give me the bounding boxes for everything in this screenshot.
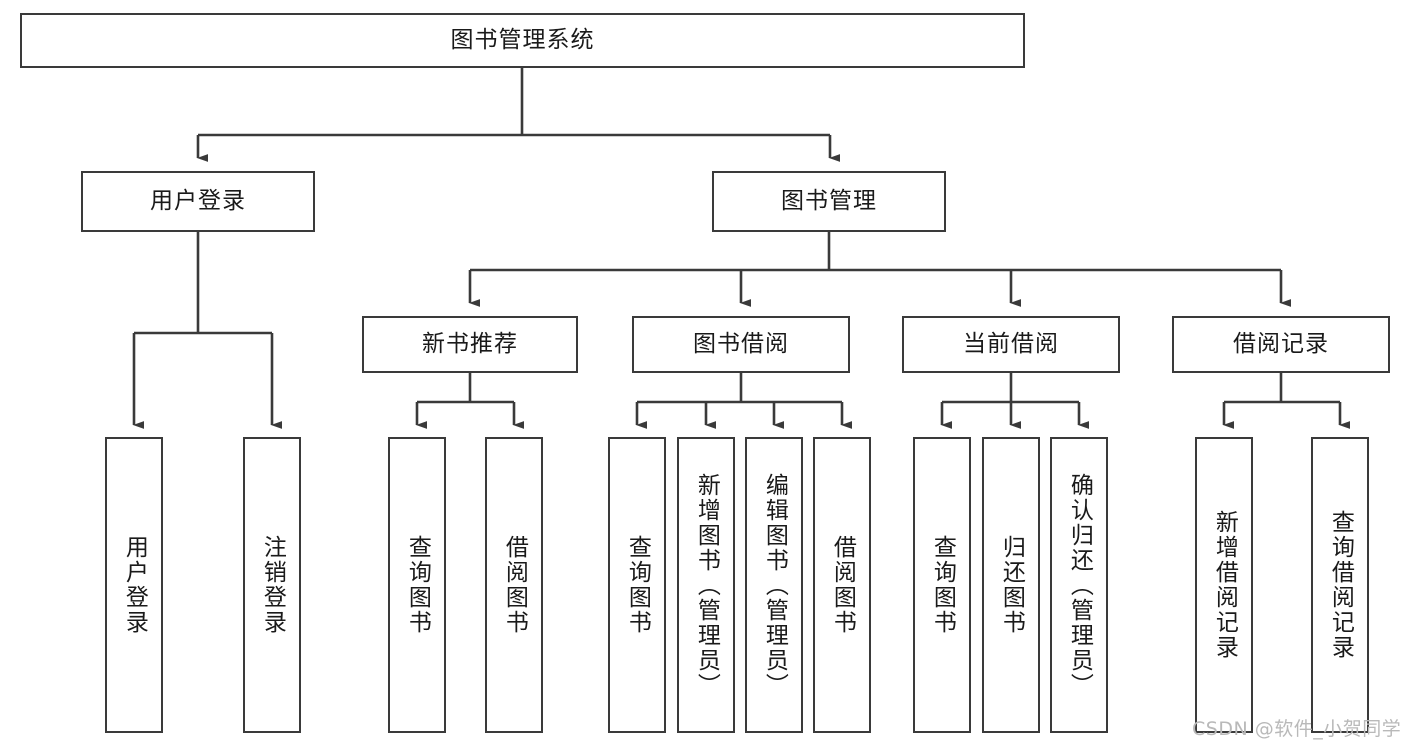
node-label: 图书管理系统 (450, 26, 595, 53)
leaf-book-borrow-borrow-book[interactable]: 借阅图书 (813, 437, 871, 733)
node-label: 借阅图书 (501, 535, 528, 635)
node-label: 编辑图书（管理员） (761, 472, 788, 698)
node-book-borrow[interactable]: 图书借阅 (632, 316, 850, 373)
leaf-book-borrow-query-book[interactable]: 查询图书 (608, 437, 666, 733)
leaf-current-borrow-query-book[interactable]: 查询图书 (913, 437, 971, 733)
node-label: 用户登录 (121, 535, 148, 635)
node-label: 新书推荐 (422, 330, 518, 357)
csdn-watermark: CSDN @软件_小贺同学 (1192, 718, 1402, 740)
leaf-new-book-borrow-book[interactable]: 借阅图书 (485, 437, 543, 733)
node-label: 新增图书（管理员） (693, 472, 720, 698)
leaf-borrow-record-add-record[interactable]: 新增借阅记录 (1195, 437, 1253, 733)
leaf-user-login-logout[interactable]: 注销登录 (243, 437, 301, 733)
node-label: 图书管理 (781, 187, 877, 214)
node-label: 新增借阅记录 (1211, 510, 1238, 660)
node-label: 当前借阅 (963, 330, 1059, 357)
node-label: 注销登录 (259, 535, 286, 635)
node-root-book-management-system[interactable]: 图书管理系统 (20, 13, 1025, 68)
node-label: 归还图书 (998, 535, 1025, 635)
node-book-management[interactable]: 图书管理 (712, 171, 946, 232)
node-label: 借阅图书 (829, 535, 856, 635)
leaf-current-borrow-confirm-return-admin[interactable]: 确认归还（管理员） (1050, 437, 1108, 733)
node-label: 借阅记录 (1233, 330, 1329, 357)
node-current-borrow[interactable]: 当前借阅 (902, 316, 1120, 373)
node-label: 用户登录 (150, 187, 246, 214)
node-label: 查询图书 (929, 535, 956, 635)
node-label: 图书借阅 (693, 330, 789, 357)
node-user-login[interactable]: 用户登录 (81, 171, 315, 232)
leaf-new-book-query-book[interactable]: 查询图书 (388, 437, 446, 733)
node-label: 查询图书 (624, 535, 651, 635)
leaf-current-borrow-return-book[interactable]: 归还图书 (982, 437, 1040, 733)
leaf-book-borrow-add-book-admin[interactable]: 新增图书（管理员） (677, 437, 735, 733)
leaf-book-borrow-edit-book-admin[interactable]: 编辑图书（管理员） (745, 437, 803, 733)
node-label: 确认归还（管理员） (1066, 472, 1093, 698)
leaf-user-login-login[interactable]: 用户登录 (105, 437, 163, 733)
node-new-book-recommend[interactable]: 新书推荐 (362, 316, 578, 373)
leaf-borrow-record-query-record[interactable]: 查询借阅记录 (1311, 437, 1369, 733)
node-label: 查询借阅记录 (1327, 510, 1354, 660)
node-borrow-record[interactable]: 借阅记录 (1172, 316, 1390, 373)
node-label: 查询图书 (404, 535, 431, 635)
